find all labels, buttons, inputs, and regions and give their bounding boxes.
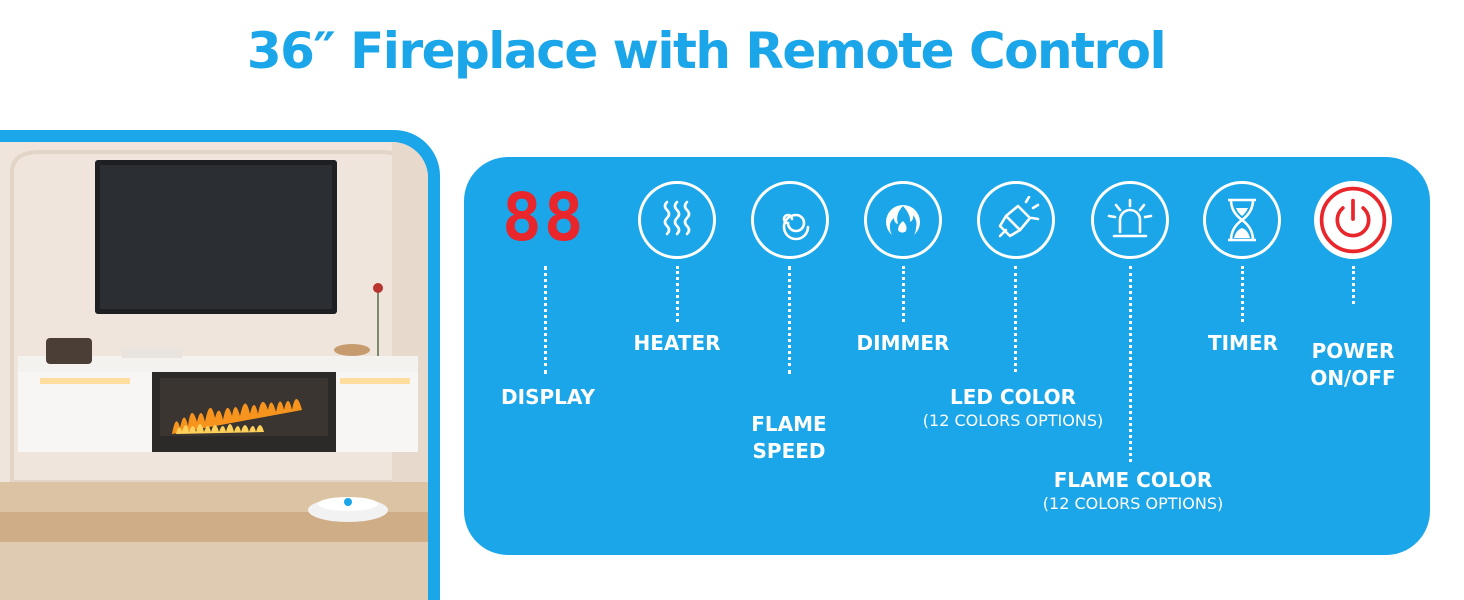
heater-button[interactable] (638, 181, 716, 259)
flame-icon (886, 205, 920, 241)
heater-leader (676, 266, 679, 322)
display-label: DISPLAY (501, 385, 595, 409)
display-leader (544, 266, 547, 374)
flame-color-leader (1129, 266, 1132, 462)
spiral-icon (782, 213, 810, 241)
beacon-light-icon (1107, 198, 1153, 238)
led-color-leader (1014, 266, 1017, 372)
timer-button[interactable] (1203, 181, 1281, 259)
led-color-button[interactable] (977, 181, 1055, 259)
flame-speed-label: FLAME SPEED (751, 412, 827, 463)
power-button[interactable] (1314, 181, 1392, 259)
flame-speed-button[interactable] (751, 181, 829, 259)
dimmer-label: DIMMER (856, 331, 950, 355)
power-icon (1319, 186, 1387, 254)
heater-label: HEATER (633, 331, 721, 355)
dimmer-button[interactable] (864, 181, 942, 259)
product-photo (0, 142, 428, 600)
timer-leader (1241, 266, 1244, 322)
seven-segment-display-icon: 88 (502, 179, 586, 256)
power-leader (1352, 266, 1355, 304)
power-label: POWER ON/OFF (1310, 339, 1396, 390)
led-color-label: LED COLOR (12 COLORS OPTIONS) (922, 385, 1104, 430)
hourglass-icon (1228, 198, 1256, 242)
living-room-illustration (0, 142, 428, 600)
flame-color-label: FLAME COLOR (12 COLORS OPTIONS) (1042, 468, 1224, 513)
flame-color-button[interactable] (1091, 181, 1169, 259)
flame-speed-leader (788, 266, 791, 374)
timer-label: TIMER (1207, 331, 1279, 355)
heat-waves-icon (663, 200, 691, 236)
dimmer-leader (902, 266, 905, 322)
spotlight-icon (998, 196, 1040, 238)
page-title: 36″ Fireplace with Remote Control (246, 22, 1167, 80)
